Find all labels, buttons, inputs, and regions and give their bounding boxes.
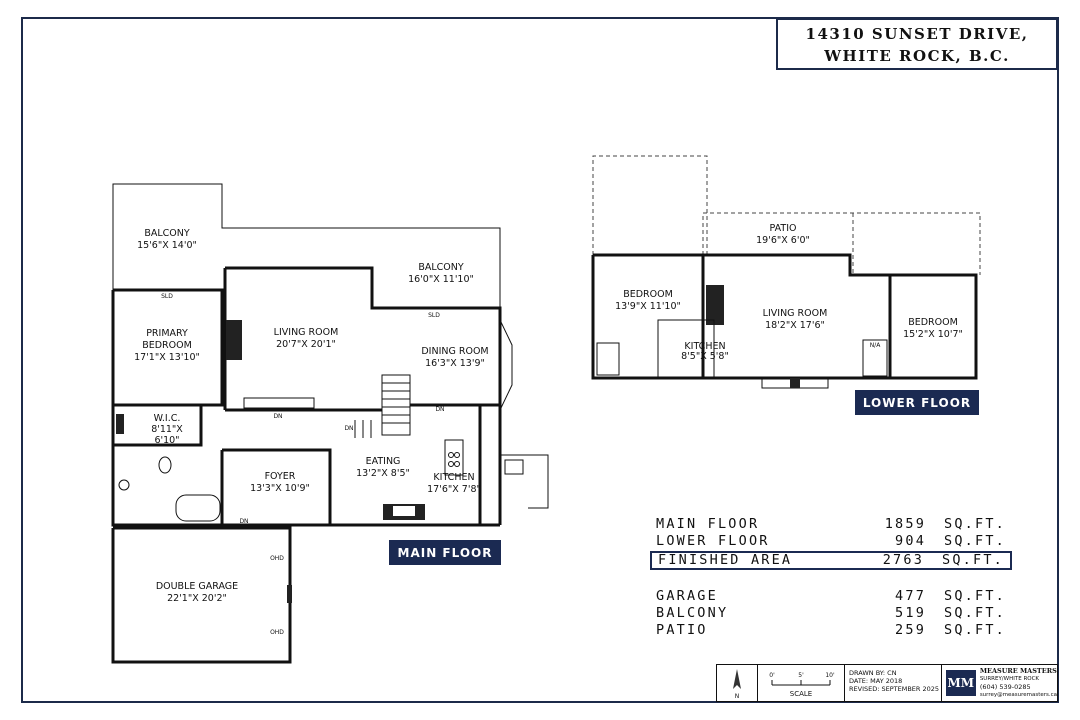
svg-text:PATIO: PATIO [770,223,797,234]
svg-text:DINING ROOM: DINING ROOM [421,346,488,357]
svg-text:FOYER: FOYER [265,471,296,482]
svg-text:8'11"X: 8'11"X [151,424,183,435]
mark-dn: DN [239,518,248,525]
svg-text:16'3"X 13'9": 16'3"X 13'9" [425,358,485,369]
mark-dn: DN [273,413,282,420]
room-lower-kitchen: KITCHEN 8'5"X 5'8" [681,341,729,362]
room-balcony-1: BALCONY 15'6"X 14'0" [137,228,197,251]
room-living-room: LIVING ROOM 20'7"X 20'1" [274,327,339,350]
svg-text:LIVING ROOM: LIVING ROOM [274,327,339,338]
svg-text:SCALE: SCALE [790,690,812,698]
svg-text:DOUBLE GARAGE: DOUBLE GARAGE [156,581,238,592]
north-arrow-icon: N [733,669,741,700]
svg-text:PRIMARY: PRIMARY [146,328,188,339]
mark-dn: DN [435,406,444,413]
room-lower-living-room: LIVING ROOM 18'2"X 17'6" [763,308,828,331]
scale-bar: 0' 5' 10' SCALE [758,665,845,701]
address-box: 14310 SUNSET DRIVE, WHITE ROCK, B.C. [776,18,1058,70]
room-primary-bedroom: PRIMARY BEDROOM 17'1"X 13'10" [134,328,200,363]
svg-text:13'9"X 11'10": 13'9"X 11'10" [615,301,681,312]
svg-text:15'6"X 14'0": 15'6"X 14'0" [137,240,197,251]
address-line-2: WHITE ROCK, B.C. [824,47,1010,65]
mark-ohd: OHD [270,555,284,562]
svg-text:22'1"X 20'2": 22'1"X 20'2" [167,593,227,604]
mark-na: N/A [870,342,882,349]
lower-floor-badge: LOWER FLOOR [855,390,979,415]
company-logo: MM [945,670,976,696]
svg-text:BALCONY: BALCONY [144,228,190,239]
room-foyer: FOYER 13'3"X 10'9" [250,471,310,494]
svg-text:BEDROOM: BEDROOM [908,317,958,328]
svg-text:EATING: EATING [366,456,401,467]
room-kitchen: KITCHEN 17'6"X 7'8" [427,472,481,495]
room-balcony-2: BALCONY 16'0"X 11'10" [408,262,474,285]
room-lower-bedroom-2: BEDROOM 15'2"X 10'7" [903,317,963,340]
svg-text:KITCHEN: KITCHEN [433,472,474,483]
room-double-garage: DOUBLE GARAGE 22'1"X 20'2" [156,581,238,604]
company-info: MM MEASURE MASTERS SURREY/WHITE ROCK (60… [945,667,1057,698]
room-patio: PATIO 19'6"X 6'0" [756,223,810,246]
room-lower-bedroom-1: BEDROOM 13'9"X 11'10" [615,289,681,312]
svg-text:KITCHEN: KITCHEN [684,341,725,352]
mark-ohd: OHD [270,629,284,636]
svg-text:17'1"X 13'10": 17'1"X 13'10" [134,352,200,363]
svg-text:5': 5' [798,672,804,679]
svg-text:19'6"X 6'0": 19'6"X 6'0" [756,235,810,246]
svg-text:N: N [735,693,740,700]
svg-text:BEDROOM: BEDROOM [623,289,673,300]
svg-text:10': 10' [825,672,835,679]
mark-sld: SLD [161,293,173,300]
drawing-info: DRAWN BY: CN DATE: MAY 2018 REVISED: SEP… [845,665,942,701]
address-line-1: 14310 SUNSET DRIVE, [805,25,1029,43]
mark-dn: DN [344,425,353,432]
room-eating: EATING 13'2"X 8'5" [356,456,410,479]
svg-text:8'5"X 5'8": 8'5"X 5'8" [681,351,729,362]
svg-text:15'2"X 10'7": 15'2"X 10'7" [903,329,963,340]
svg-text:0': 0' [769,672,775,679]
main-floor-badge: MAIN FLOOR [389,540,501,565]
mark-sld: SLD [428,312,440,319]
svg-text:BEDROOM: BEDROOM [142,340,192,351]
svg-text:6'10": 6'10" [154,435,179,446]
svg-text:16'0"X 11'10": 16'0"X 11'10" [408,274,474,285]
main-floor-plan [111,183,549,664]
north-arrow: N [717,665,758,701]
svg-text:BALCONY: BALCONY [418,262,464,273]
title-block: N 0' 5' 10' SCALE DRAWN BY: CN DATE: MAY… [716,664,1058,702]
svg-text:17'6"X 7'8": 17'6"X 7'8" [427,484,481,495]
svg-text:LIVING ROOM: LIVING ROOM [763,308,828,319]
svg-text:W.I.C.: W.I.C. [154,413,181,424]
page-border [21,17,1059,703]
room-dining-room: DINING ROOM 16'3"X 13'9" [421,346,488,369]
room-wic: W.I.C. 8'11"X 6'10" [151,413,183,446]
svg-text:13'2"X 8'5": 13'2"X 8'5" [356,468,410,479]
svg-text:20'7"X 20'1": 20'7"X 20'1" [276,339,336,350]
lower-floor-plan [591,155,981,389]
svg-text:18'2"X 17'6": 18'2"X 17'6" [765,320,825,331]
svg-text:13'3"X 10'9": 13'3"X 10'9" [250,483,310,494]
